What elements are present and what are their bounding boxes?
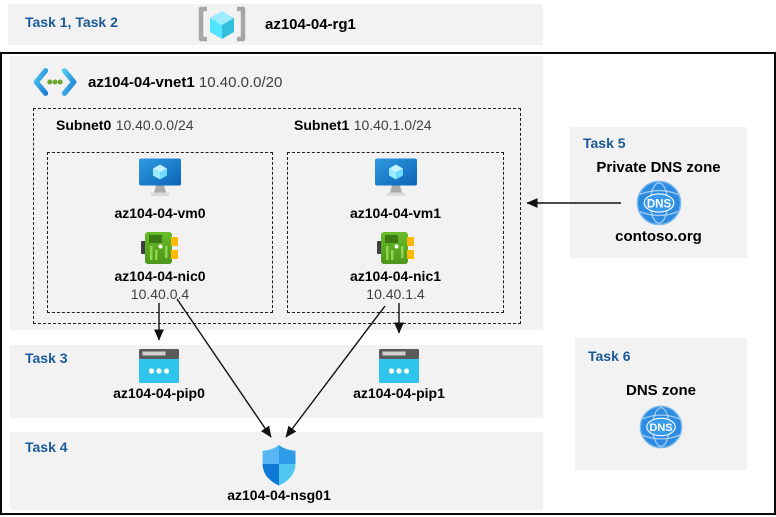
- task5-box: Task 5 Private DNS zone DNS contoso.org: [570, 127, 747, 258]
- subnet0-label: Subnet0 10.40.0.0/24: [56, 117, 194, 135]
- task3-label: Task 3: [25, 350, 68, 366]
- pip0-name: az104-04-pip0: [113, 385, 205, 401]
- resource-group-icon: [198, 6, 246, 42]
- task4-band: Task 4 az104-04-nsg01: [10, 432, 543, 510]
- nic1-network-interface-icon: [376, 232, 414, 264]
- pip0-public-ip-icon: [139, 349, 179, 383]
- task4-label: Task 4: [25, 439, 68, 455]
- vm0-virtual-machine-icon: [139, 158, 181, 196]
- private-dns-zone-name: contoso.org: [615, 228, 702, 245]
- private-dns-zone-icon: DNS: [636, 180, 681, 226]
- nic1-ip: 10.40.1.4: [366, 286, 425, 302]
- subnet0-name: Subnet0: [56, 117, 112, 133]
- vnet-name: az104-04-vnet1: [88, 73, 195, 91]
- task6-box: Task 6 DNS zone DNS: [575, 338, 747, 470]
- nic0-name: az104-04-nic0: [114, 268, 206, 284]
- outer-frame: [0, 52, 776, 515]
- subnet1-label: Subnet1 10.40.1.0/24: [294, 117, 432, 135]
- nic1-name: az104-04-nic1: [349, 268, 442, 284]
- nic0-ip: 10.40.0.4: [130, 286, 190, 302]
- vnet-cidr: 10.40.0.0/20: [198, 73, 283, 91]
- task3-band: Task 3 az104-04-pip0 az104-04-pip1: [10, 345, 543, 418]
- task12-band: Task 1, Task 2 az104-04-rg1: [8, 4, 543, 45]
- task6-label: Task 6: [588, 348, 631, 364]
- subnet1-name: Subnet1: [294, 117, 350, 133]
- vm0-name: az104-04-vm0: [114, 205, 206, 221]
- resource-group-name: az104-04-rg1: [265, 16, 356, 33]
- pip1-name: az104-04-pip1: [353, 385, 445, 401]
- subnet0-box: az104-04-vm0 az104-04-nic0 10.40.0.4: [47, 152, 273, 313]
- subnet1-cidr: 10.40.1.0/24: [353, 117, 432, 133]
- task5-label: Task 5: [583, 135, 626, 151]
- nic0-network-interface-icon: [141, 232, 178, 264]
- dns-zone-title: DNS zone: [625, 382, 696, 399]
- nsg-shield-icon: [262, 445, 296, 486]
- dns-icon-text: DNS: [649, 422, 672, 434]
- dns-icon-text: DNS: [646, 198, 671, 210]
- vm1-virtual-machine-icon: [374, 158, 417, 196]
- pip1-public-ip-icon: [379, 349, 419, 383]
- vm1-name: az104-04-vm1: [349, 205, 442, 221]
- vnet-header: az104-04-vnet1 10.40.0.0/20: [32, 66, 282, 98]
- virtual-network-icon: [33, 68, 77, 96]
- private-dns-zone-title: Private DNS zone: [596, 159, 721, 176]
- subnet1-box: az104-04-vm1 az104-04-nic1 10.40.1.4: [287, 152, 504, 313]
- nsg-name: az104-04-nsg01: [227, 487, 331, 503]
- subnets-container: Subnet0 10.40.0.0/24 Subnet1 10.40.1.0/2…: [33, 108, 521, 324]
- vnet-box: az104-04-vnet1 10.40.0.0/20 Subnet0 10.4…: [10, 56, 543, 330]
- dns-zone-icon: DNS: [639, 405, 683, 449]
- task12-label: Task 1, Task 2: [25, 14, 118, 30]
- subnet0-cidr: 10.40.0.0/24: [115, 117, 194, 133]
